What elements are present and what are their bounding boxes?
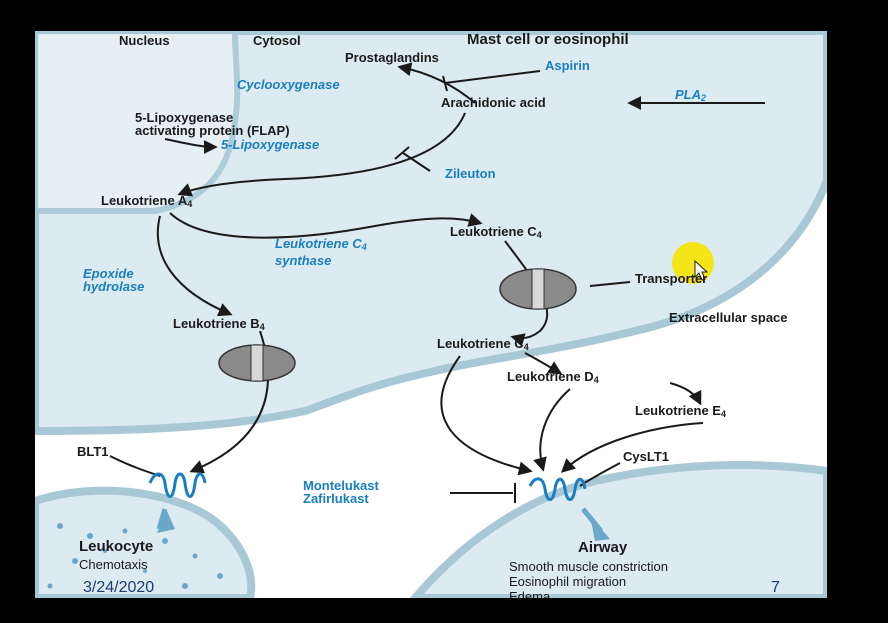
label-leukotriene-e4: Leukotriene E4 bbox=[635, 403, 726, 420]
label-blt1: BLT1 bbox=[77, 444, 109, 459]
label-transporter: Transporter bbox=[635, 271, 708, 286]
nucleus-membrane bbox=[35, 31, 241, 214]
label-cyslt1: CysLT1 bbox=[623, 449, 669, 464]
slide-number: 7 bbox=[771, 579, 780, 596]
inhibit-zileuton-bar bbox=[394, 146, 410, 160]
label-chemotaxis: Chemotaxis bbox=[79, 557, 148, 572]
cyslt1-receptor bbox=[528, 477, 587, 501]
label-leukotriene-c4-extracellular: Leukotriene C4 bbox=[437, 336, 529, 353]
label-leukotriene-b4: Leukotriene B4 bbox=[173, 316, 265, 333]
label-nucleus: Nucleus bbox=[119, 33, 170, 48]
arrow-flap bbox=[164, 138, 218, 154]
label-cytosol: Cytosol bbox=[253, 33, 301, 48]
inhibit-zileuton bbox=[402, 152, 431, 172]
leukocyte-dots bbox=[47, 523, 223, 589]
label-airway: Airway bbox=[578, 539, 628, 556]
label-5-lipoxygenase: 5-Lipoxygenase bbox=[221, 137, 320, 152]
label-leukotriene-d4: Leukotriene D4 bbox=[507, 369, 599, 386]
cursor-highlight bbox=[672, 242, 714, 284]
label-aspirin: Aspirin bbox=[545, 58, 590, 73]
arrow-lta4-to-ltb4 bbox=[156, 215, 233, 317]
arrow-lta4-to-ltc4 bbox=[169, 212, 483, 239]
ltb4-channel bbox=[218, 344, 296, 382]
arrow-ltc4-to-cyslt1 bbox=[440, 355, 533, 476]
label-prostaglandins: Prostaglandins bbox=[345, 50, 439, 65]
label-cyclooxygenase: Cyclooxygenase bbox=[237, 77, 340, 92]
leukocyte-cell bbox=[35, 486, 256, 598]
label-extracellular-space: Extracellular space bbox=[669, 310, 788, 325]
blt1-leader bbox=[109, 455, 161, 477]
arrow-lte4-to-cyslt1 bbox=[560, 422, 704, 473]
airway-cell bbox=[409, 461, 827, 598]
label-leukotriene-a4: Leukotriene A4 bbox=[101, 193, 193, 210]
transporter-channel bbox=[499, 268, 577, 310]
label-leukocyte: Leukocyte bbox=[79, 538, 154, 555]
label-arachidonic-acid: Arachidonic acid bbox=[441, 95, 546, 110]
slide-date: 3/24/2020 bbox=[83, 579, 155, 596]
arrow-aa-to-lta4 bbox=[177, 112, 466, 197]
arrow-ltc4-to-ltd4 bbox=[524, 352, 563, 375]
label-pla2: PLA2 bbox=[675, 87, 707, 104]
transporter-leader bbox=[589, 281, 631, 287]
inhibit-aspirin-bar bbox=[442, 75, 448, 92]
slide: Nucleus Cytosol Mast cell or eosinophil … bbox=[35, 31, 827, 598]
arrow-ltd4-to-cyslt1 bbox=[533, 388, 571, 472]
label-cell-title: Mast cell or eosinophil bbox=[467, 31, 629, 48]
label-leukotriene-c4-intracellular: Leukotriene C4 bbox=[450, 224, 542, 241]
pathway-diagram bbox=[35, 31, 827, 598]
label-zileuton: Zileuton bbox=[445, 166, 496, 181]
inhibit-aspirin bbox=[444, 70, 541, 84]
arrow-ltd4-to-lte4 bbox=[669, 382, 702, 406]
label-airway-effects: Smooth muscle constriction Eosinophil mi… bbox=[509, 559, 668, 598]
arrow-aa-to-pg bbox=[397, 62, 476, 104]
blt1-receptor bbox=[148, 472, 207, 498]
cursor-pointer-icon bbox=[694, 259, 709, 281]
